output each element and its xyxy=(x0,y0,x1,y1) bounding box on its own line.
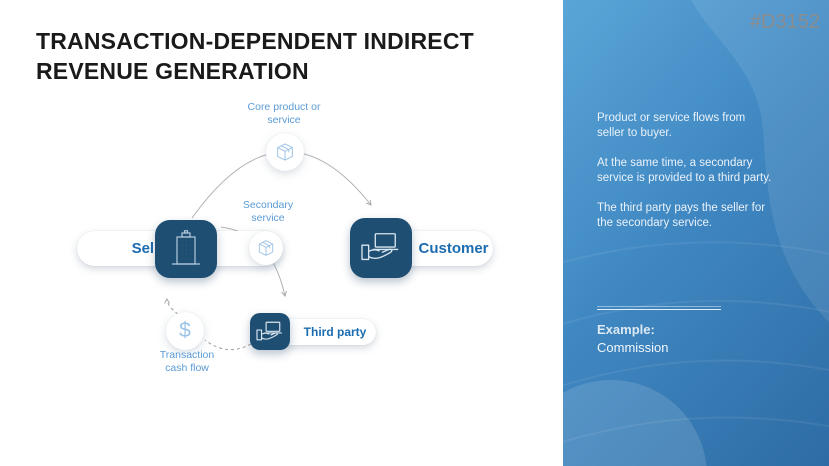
cash-flow-label: Transaction cash flow xyxy=(159,349,215,374)
dollar-icon: $ xyxy=(179,319,191,342)
core-product-circle xyxy=(266,133,304,171)
third-party-label: Third party xyxy=(303,325,367,339)
template-id-tag: #D3152 xyxy=(749,11,820,33)
example-divider xyxy=(597,306,721,310)
package-icon xyxy=(277,143,293,161)
sidebar: #D3152 Product or service flows from sel… xyxy=(563,0,829,466)
secondary-service-circle xyxy=(249,231,283,265)
core-product-label: Core product or service xyxy=(247,101,321,126)
sidebar-paragraph: At the same time, a secondary service is… xyxy=(597,157,772,184)
dashed-cash-to-seller-arrow xyxy=(164,297,179,315)
example-value: Commission xyxy=(597,340,669,355)
sidebar-decoration xyxy=(563,0,829,466)
cash-flow-circle: $ xyxy=(166,312,204,350)
dashed-thirdparty-to-cash xyxy=(204,339,252,351)
building-icon xyxy=(172,230,200,265)
sidebar-paragraph: The third party pays the seller for the … xyxy=(597,202,766,229)
example-label: Example: xyxy=(597,322,655,337)
third-party-pill: Third party xyxy=(278,319,376,345)
example-section: Example: Commission xyxy=(597,306,787,357)
package-icon xyxy=(258,240,274,256)
customer-node xyxy=(350,218,412,278)
hand-laptop-icon xyxy=(256,321,282,340)
slide-title: TRANSACTION-DEPENDENT INDIRECT REVENUE G… xyxy=(36,28,474,84)
secondary-service-label: Secondary service xyxy=(242,199,294,224)
sidebar-paragraph: Product or service flows from seller to … xyxy=(597,112,746,139)
third-party-node xyxy=(250,313,290,350)
seller-node xyxy=(155,220,217,278)
sidebar-description: Product or service flows from seller to … xyxy=(597,111,802,246)
hand-laptop-icon xyxy=(361,233,399,261)
customer-label: Customer xyxy=(418,240,489,257)
